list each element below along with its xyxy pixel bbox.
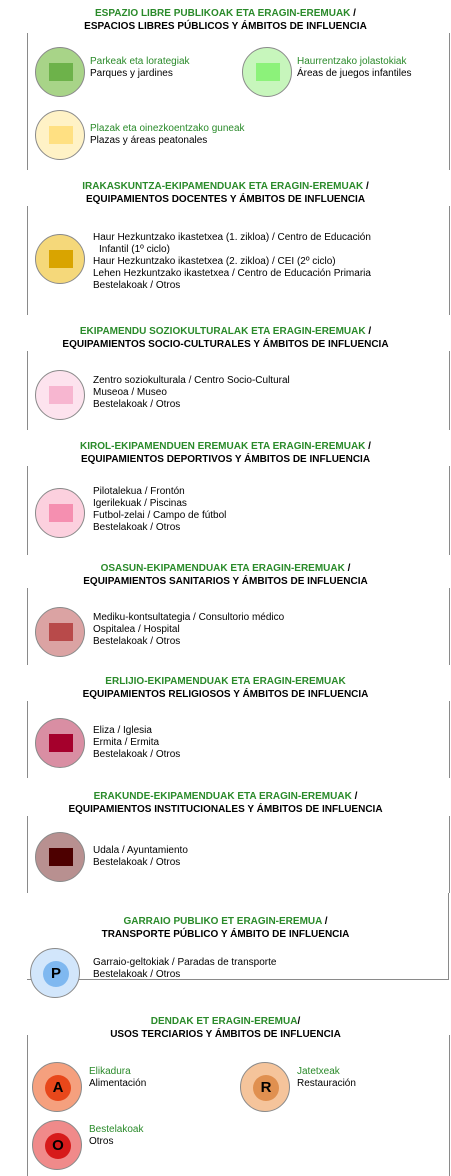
section-title-shops: DENDAK ET ERAGIN-EREMUA/ USOS TERCIARIOS… [110,1016,341,1040]
culture-line-1: Zentro soziokulturala / Centro Socio-Cul… [93,375,290,386]
culture-circle-icon [35,370,85,420]
title-spanish: TRANSPORTE PÚBLICO Y ÁMBITO DE INFLUENCI… [101,929,350,940]
culture-line-3: Bestelakoak / Otros [93,399,181,410]
section-title-health: OSASUN-EKIPAMENDUAK ETA ERAGIN-EREMUAK /… [0,562,451,588]
title-basque: DENDAK ET ERAGIN-EREMUA [150,1016,298,1027]
religion-swatch [49,734,73,752]
transport-line-2: Bestelakoak / Otros [93,969,181,980]
religion-line-1: Eliza / Iglesia [93,725,152,736]
section-title-sport: KIROL-EKIPAMENDUEN EREMUAK ETA ERAGIN-ER… [0,440,451,466]
title-basque: GARRAIO PUBLIKO ET ERAGIN-EREMUA [123,916,322,927]
institution-swatch [49,848,73,866]
section-frame-institutions [27,795,450,893]
section-frame-shops [27,1035,450,1176]
sport-swatch [49,504,73,522]
sport-line-4: Bestelakoak / Otros [93,522,181,533]
section-frame-transport [27,893,449,980]
title-spanish: EQUIPAMIENTOS DOCENTES Y ÁMBITOS DE INFL… [85,194,366,205]
playground-label-basque: Haurrentzako jolastokiak [297,56,407,67]
restaurant-label-basque: Jatetxeak [297,1066,340,1077]
health-line-3: Bestelakoak / Otros [93,636,181,647]
section-frame-religion [27,680,450,778]
institution-line-1: Udala / Ayuntamiento [93,845,188,856]
education-line-1: Haur Hezkuntzako ikastetxea (1. zikloa) … [93,232,371,243]
health-swatch [49,623,73,641]
title-spanish: EQUIPAMIENTOS SOCIO-CULTURALES Y ÁMBITOS… [62,339,389,350]
institution-line-2: Bestelakoak / Otros [93,857,181,868]
other-shops-o-icon: O [45,1133,71,1159]
section-title-religion: ERLIJIO-EKIPAMENDUAK ETA ERAGIN-EREMUAK … [0,675,451,701]
title-spanish: EQUIPAMIENTOS SANITARIOS Y ÁMBITOS DE IN… [83,576,368,587]
health-circle-icon [35,607,85,657]
religion-line-2: Ermita / Ermita [93,737,160,748]
restaurant-circle-icon: R [240,1062,290,1112]
title-spanish: USOS TERCIARIOS Y ÁMBITOS DE INFLUENCIA [110,1029,341,1040]
section-title-culture: EKIPAMENDU SOZIOKULTURALAK ETA ERAGIN-ER… [0,325,451,351]
section-frame-health [27,567,450,665]
title-basque: ESPAZIO LIBRE PUBLIKOAK ETA ERAGIN-EREMU… [95,8,351,19]
title-basque: ERLIJIO-EKIPAMENDUAK ETA ERAGIN-EREMUAK [105,676,346,687]
education-line-4: Lehen Hezkuntzako ikastetxea / Centro de… [93,268,371,279]
food-circle-icon: A [32,1062,82,1112]
food-a-icon: A [45,1075,71,1101]
section-frame-sport [27,445,450,555]
plaza-circle-icon [35,110,85,160]
title-spanish: ESPACIOS LIBRES PÚBLICOS Y ÁMBITOS DE IN… [84,21,367,32]
parks-circle-icon [35,47,85,97]
sport-line-2: Igerilekuak / Piscinas [93,498,187,509]
health-line-1: Mediku-kontsultategia / Consultorio médi… [93,612,285,623]
section-title-education: IRAKASKUNTZA-EKIPAMENDUAK ETA ERAGIN-ERE… [0,180,451,206]
culture-swatch [49,386,73,404]
title-basque: ERAKUNDE-EKIPAMENDUAK ETA ERAGIN-EREMUAK [93,791,352,802]
other-shops-label-spanish: Otros [89,1136,114,1147]
section-frame-open-spaces [27,22,450,170]
playground-circle-icon [242,47,292,97]
title-basque: EKIPAMENDU SOZIOKULTURALAK ETA ERAGIN-ER… [79,326,366,337]
title-basque: KIROL-EKIPAMENDUEN EREMUAK ETA ERAGIN-ER… [80,441,366,452]
parks-label-spanish: Parques y jardines [90,68,173,79]
parks-label-basque: Parkeak eta lorategiak [90,56,190,67]
section-title-open-spaces: ESPAZIO LIBRE PUBLIKOAK ETA ERAGIN-EREMU… [0,7,451,33]
food-label-spanish: Alimentación [89,1078,147,1089]
section-frame-culture [27,330,450,430]
title-spanish: EQUIPAMIENTOS INSTITUCIONALES Y ÁMBITOS … [68,804,383,815]
restaurant-label-spanish: Restauración [297,1078,356,1089]
plaza-label-spanish: Plazas y áreas peatonales [90,135,208,146]
education-line-2: Infantil (1º ciclo) [99,244,170,255]
title-spanish: EQUIPAMIENTOS RELIGIOSOS Y ÁMBITOS DE IN… [82,689,369,700]
health-line-2: Ospitalea / Hospital [93,624,180,635]
sport-circle-icon [35,488,85,538]
section-title-institutions: ERAKUNDE-EKIPAMENDUAK ETA ERAGIN-EREMUAK… [0,790,451,816]
institution-circle-icon [35,832,85,882]
section-title-transport: GARRAIO PUBLIKO ET ERAGIN-EREMUA / TRANS… [101,916,350,940]
plaza-label-basque: Plazak eta oinezkoentzako guneak [90,123,245,134]
religion-circle-icon [35,718,85,768]
title-basque: IRAKASKUNTZA-EKIPAMENDUAK ETA ERAGIN-ERE… [82,181,364,192]
section-frame-education [27,185,450,315]
playground-swatch [256,63,280,81]
title-basque: OSASUN-EKIPAMENDUAK ETA ERAGIN-EREMUAK [100,563,345,574]
transport-circle-icon: P [30,948,80,998]
transport-line-1: Garraio-geltokiak / Paradas de transport… [93,957,277,968]
culture-line-2: Museoa / Museo [93,387,167,398]
parks-swatch [49,63,73,81]
education-line-3: Haur Hezkuntzako ikastetxea (2. zikloa) … [93,256,336,267]
food-label-basque: Elikadura [89,1066,131,1077]
other-shops-circle-icon: O [32,1120,82,1170]
sport-line-1: Pilotalekua / Frontón [93,486,185,497]
title-spanish: EQUIPAMIENTOS DEPORTIVOS Y ÁMBITOS DE IN… [80,454,371,465]
education-line-5: Bestelakoak / Otros [93,280,181,291]
playground-label-spanish: Áreas de juegos infantiles [297,68,412,79]
education-circle-icon [35,234,85,284]
plaza-swatch [49,126,73,144]
sport-line-3: Futbol-zelai / Campo de fútbol [93,510,227,521]
restaurant-r-icon: R [253,1075,279,1101]
other-shops-label-basque: Bestelakoak [89,1124,144,1135]
religion-line-3: Bestelakoak / Otros [93,749,181,760]
transport-p-icon: P [43,961,69,987]
education-swatch [49,250,73,268]
